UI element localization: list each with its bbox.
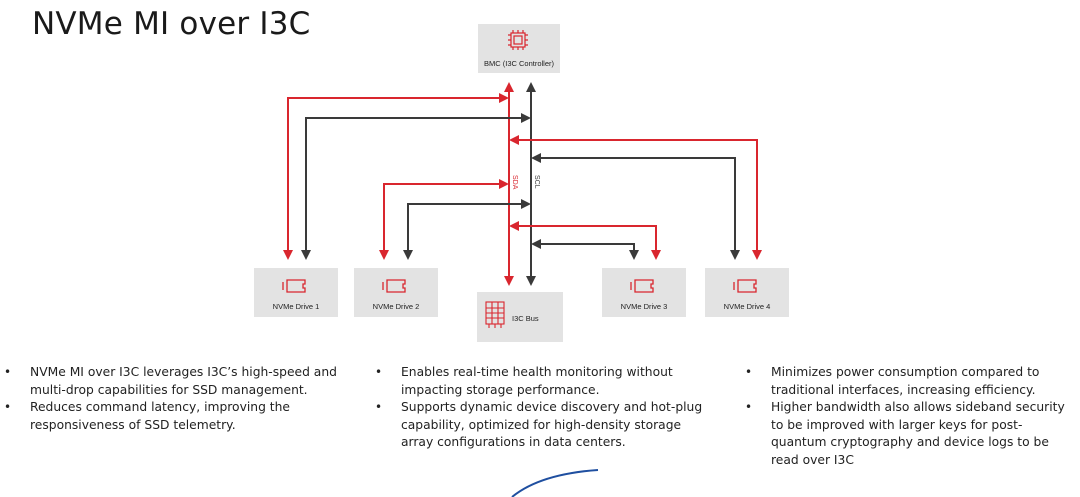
bullet-column-2: Enables real-time health monitoring with… (375, 364, 706, 452)
bullet-item: Reduces command latency, improving the r… (4, 399, 345, 434)
ssd-icon (630, 279, 654, 293)
bmc-label: BMC (I3C Controller) (484, 59, 555, 68)
bmc-node: BMC (I3C Controller) (478, 24, 560, 73)
drive2-sda-link (379, 179, 509, 260)
i3c-bus-node: I3C Bus (477, 292, 563, 342)
ssd-icon (733, 279, 757, 293)
bullet-column-3: Minimizes power consumption compared to … (745, 364, 1071, 469)
drive-node-2: NVMe Drive 2 (354, 268, 438, 317)
ssd-icon (382, 279, 406, 293)
drive-label-2: NVMe Drive 2 (373, 302, 420, 311)
chip-icon (508, 30, 528, 50)
i3c-bus-label: I3C Bus (512, 314, 539, 323)
drive-node-4: NVMe Drive 4 (705, 268, 789, 317)
sda-label: SDA (511, 175, 518, 190)
drive-label-4: NVMe Drive 4 (724, 302, 771, 311)
drive-label-3: NVMe Drive 3 (621, 302, 668, 311)
drive2-scl-link (403, 199, 531, 260)
drive3-scl-link (531, 239, 639, 260)
bullet-item: NVMe MI over I3C leverages I3C’s high-sp… (4, 364, 345, 399)
drive-node-3: NVMe Drive 3 (602, 268, 686, 317)
drive-node-1: NVMe Drive 1 (254, 268, 338, 317)
bullet-item: Higher bandwidth also allows sideband se… (745, 399, 1071, 469)
scl-label: SCL (533, 175, 540, 189)
drive4-sda-link (509, 135, 762, 260)
decorative-arc (511, 469, 599, 497)
bullet-item: Enables real-time health monitoring with… (375, 364, 706, 399)
drive4-scl-link (531, 153, 740, 260)
drive1-scl-link (301, 113, 531, 260)
drive-label-1: NVMe Drive 1 (273, 302, 320, 311)
bullet-item: Supports dynamic device discovery and ho… (375, 399, 706, 452)
ssd-icon (282, 279, 306, 293)
bullet-item: Minimizes power consumption compared to … (745, 364, 1071, 399)
drive3-sda-link (509, 221, 661, 260)
drive1-sda-link (283, 93, 509, 260)
page-title: NVMe MI over I3C (32, 6, 311, 42)
grid-icon (485, 301, 505, 328)
bullet-column-1: NVMe MI over I3C leverages I3C’s high-sp… (4, 364, 345, 434)
